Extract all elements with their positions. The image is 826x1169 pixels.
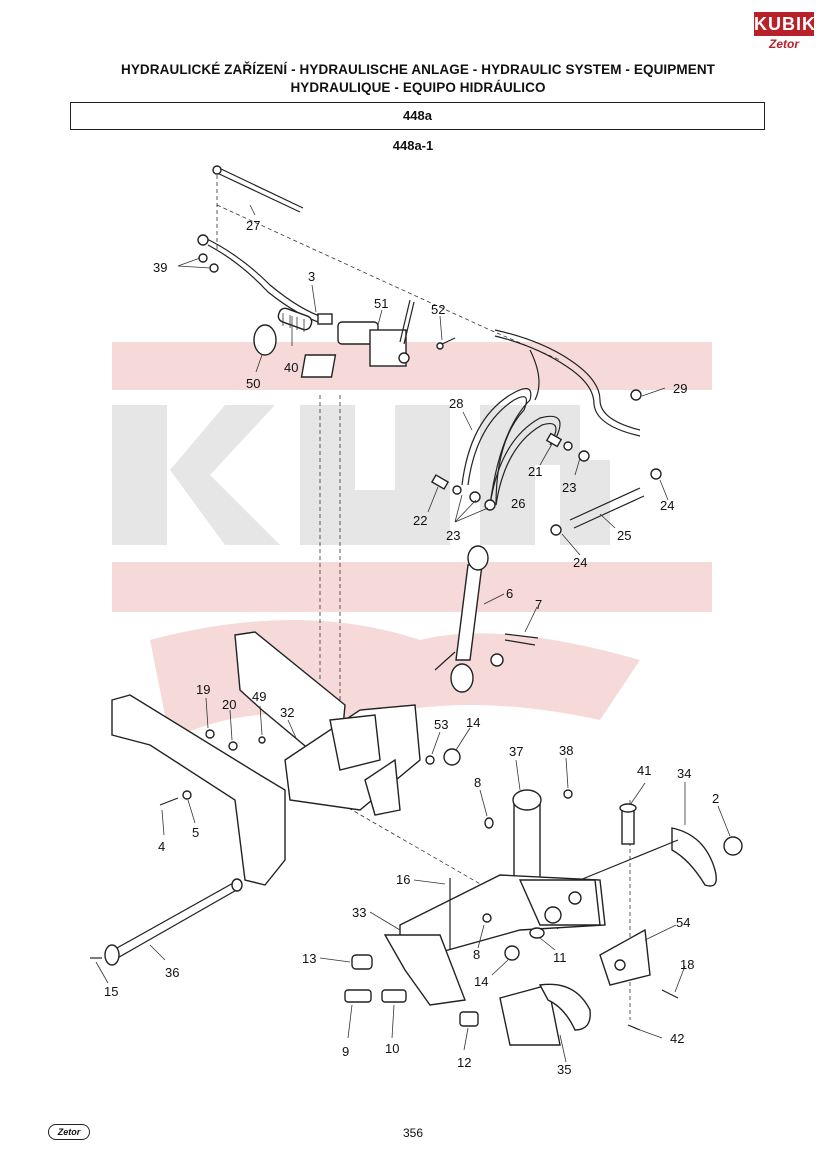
bracket-54: [599, 928, 679, 999]
callout-16: 16: [396, 872, 410, 887]
callout-42: 42: [670, 1031, 684, 1046]
callout-12: 12: [457, 1055, 471, 1070]
callout-40: 40: [284, 360, 298, 375]
callout-27: 27: [246, 218, 260, 233]
callout-labels: 27 39 3 51 52 40 50 29 28 21 23 26 24 22…: [104, 218, 719, 1077]
callout-54: 54: [676, 915, 690, 930]
callout-14a: 14: [466, 715, 480, 730]
kubik-logo-text: KUBIK: [754, 12, 816, 36]
pin-7: [490, 633, 539, 667]
section-box: 448a: [70, 102, 765, 130]
callout-28: 28: [449, 396, 463, 411]
page-title-line2: HYDRAULIQUE - EQUIPO HIDRÁULICO: [290, 80, 546, 95]
callout-3: 3: [308, 269, 315, 284]
fittings-21-22-23: [430, 432, 590, 511]
subsection-number: 448a-1: [392, 138, 434, 153]
callout-13: 13: [302, 951, 316, 966]
callout-36: 36: [165, 965, 179, 980]
callout-21: 21: [528, 464, 542, 479]
hydraulic-rod-27: [212, 165, 304, 213]
callout-49: 49: [252, 689, 266, 704]
lift-rod-6: [434, 545, 489, 693]
hose-25: [550, 468, 662, 536]
o-ring-50: [253, 324, 277, 356]
callout-19: 19: [196, 682, 210, 697]
section-number: 448a: [403, 108, 432, 123]
shaft-36: [90, 878, 243, 966]
callout-53: 53: [434, 717, 448, 732]
zetor-footer-logo: Zetor: [48, 1124, 90, 1140]
callout-35: 35: [557, 1062, 571, 1077]
lever-34: [579, 827, 743, 887]
callout-18: 18: [680, 957, 694, 972]
callout-5: 5: [192, 825, 199, 840]
callout-leaders: [95, 204, 731, 1063]
callout-33: 33: [352, 905, 366, 920]
callout-22: 22: [413, 513, 427, 528]
page-number: 356: [402, 1126, 424, 1140]
callout-50: 50: [246, 376, 260, 391]
callout-11: 11: [553, 950, 567, 965]
frame-32: [111, 631, 421, 886]
callout-25: 25: [617, 528, 631, 543]
callout-52: 52: [431, 302, 445, 317]
kubik-logo: KUBIK Zetor: [754, 12, 816, 56]
fitting-39: [198, 253, 219, 273]
page-title-line1: HYDRAULICKÉ ZAŘÍZENÍ - HYDRAULISCHE ANLA…: [120, 62, 716, 77]
bracket-35: [459, 913, 641, 1046]
callout-41: 41: [637, 763, 651, 778]
callout-23a: 23: [562, 480, 576, 495]
spring-40: [277, 307, 313, 332]
callout-20: 20: [222, 697, 236, 712]
hose-29: [494, 329, 642, 437]
callout-24b: 24: [573, 555, 587, 570]
callout-10: 10: [385, 1041, 399, 1056]
zetor-logo-text: Zetor: [769, 37, 799, 51]
callout-29: 29: [673, 381, 687, 396]
callout-23b: 23: [446, 528, 460, 543]
callout-2: 2: [712, 791, 719, 806]
callout-4: 4: [158, 839, 165, 854]
callout-9: 9: [342, 1044, 349, 1059]
hose-28: [461, 388, 532, 506]
pins-9-10-13: [344, 934, 466, 1006]
hose-26: [489, 415, 561, 506]
callout-15: 15: [104, 984, 118, 999]
callout-32: 32: [280, 705, 294, 720]
callout-8b: 8: [473, 947, 480, 962]
callout-26: 26: [511, 496, 525, 511]
callout-39: 39: [153, 260, 167, 275]
callout-8a: 8: [474, 775, 481, 790]
callout-51: 51: [374, 296, 388, 311]
control-valve-51: [300, 299, 415, 378]
callout-34: 34: [677, 766, 691, 781]
callout-37: 37: [509, 744, 523, 759]
callout-24a: 24: [660, 498, 674, 513]
cylinder-37: [484, 789, 573, 881]
callout-7: 7: [535, 597, 542, 612]
callout-38: 38: [559, 743, 573, 758]
lift-arm-33: [399, 874, 606, 956]
pin-41: [619, 803, 637, 845]
callout-6: 6: [506, 586, 513, 601]
callout-14b: 14: [474, 974, 488, 989]
bolt-52: [436, 337, 456, 350]
bolts-small: [159, 729, 461, 806]
